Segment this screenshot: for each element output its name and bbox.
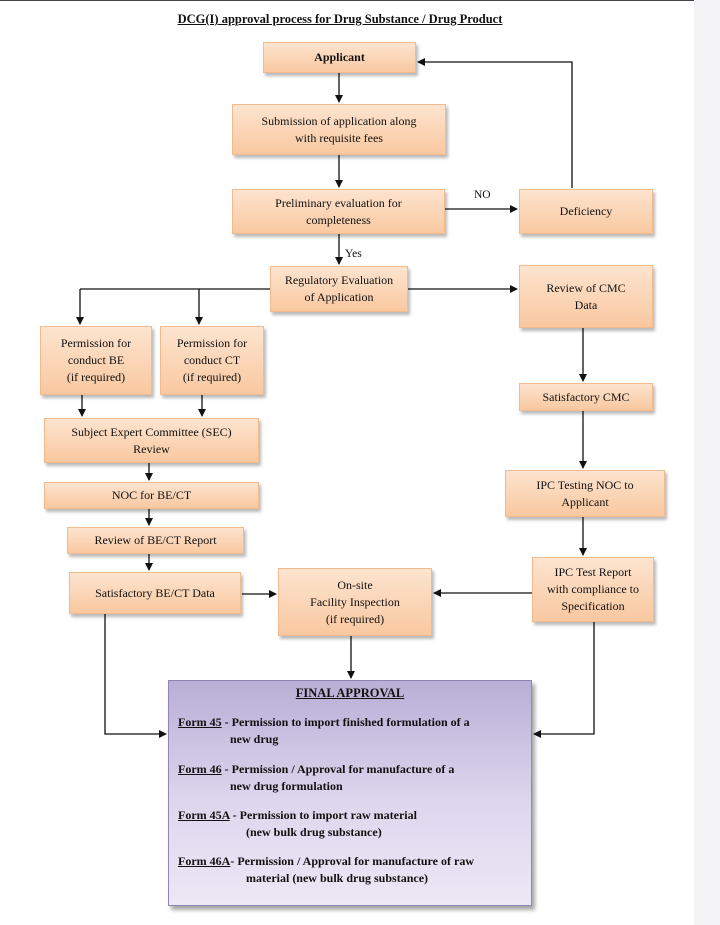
node-sec-review: Subject Expert Committee (SEC) Review (44, 418, 259, 463)
label-no: NO (474, 189, 491, 201)
form-code: Form 46A (178, 854, 231, 868)
arrow-report-to-final (533, 622, 595, 738)
form-code: Form 46 (178, 762, 222, 776)
node-ipc-testing-noc: IPC Testing NOC to Applicant (505, 470, 665, 517)
node-permission-be: Permission for conduct BE (if required) (40, 326, 152, 395)
form-46a-item: Form 46A- Permission / Approval for manu… (178, 853, 474, 887)
node-deficiency: Deficiency (519, 189, 653, 234)
node-applicant: Applicant (263, 42, 416, 73)
arrow-satisfactory-to-final (104, 614, 167, 738)
form-46-item: Form 46 - Permission / Approval for manu… (178, 761, 454, 795)
final-approval-title: FINAL APPROVAL (295, 686, 405, 700)
form-code: Form 45A (178, 808, 230, 822)
node-review-report: Review of BE/CT Report (67, 527, 244, 554)
form-45-item: Form 45 - Permission to import finished … (178, 714, 470, 748)
form-description: - Permission to import finished formulat… (221, 715, 470, 729)
node-onsite-inspection: On-site Facility Inspection (if required… (278, 568, 432, 636)
node-noc-be-ct: NOC for BE/CT (44, 482, 259, 509)
node-review-cmc: Review of CMC Data (519, 265, 653, 328)
top-border-line (0, 0, 720, 1)
node-permission-ct: Permission for conduct CT (if required) (160, 326, 264, 395)
node-ipc-test-report: IPC Test Report with compliance to Speci… (532, 557, 654, 622)
node-preliminary-evaluation: Preliminary evaluation for completeness (232, 189, 445, 234)
node-submission: Submission of application along with req… (232, 104, 446, 155)
form-description: - Permission / Approval for manufacture … (230, 854, 474, 868)
arrow-deficiency-to-applicant (417, 58, 573, 188)
node-regulatory-evaluation: Regulatory Evaluation of Application (270, 266, 408, 312)
node-satisfactory-bect: Satisfactory BE/CT Data (69, 572, 241, 614)
final-approval-box: FINAL APPROVAL Form 45 - Permission to i… (168, 680, 532, 906)
page-margin-strip (694, 0, 720, 925)
node-satisfactory-cmc: Satisfactory CMC (519, 383, 653, 411)
form-description-continued: new drug (230, 732, 279, 746)
form-description-continued: new drug formulation (230, 779, 343, 793)
form-code: Form 45 (178, 715, 222, 729)
form-45a-item: Form 45A - Permission to import raw mate… (178, 807, 417, 841)
label-yes: Yes (345, 248, 362, 260)
form-description-continued: material (new bulk drug substance) (246, 871, 429, 885)
page-title: DCG(I) approval process for Drug Substan… (177, 12, 503, 26)
form-description: - Permission / Approval for manufacture … (221, 762, 455, 776)
form-description-continued: (new bulk drug substance) (246, 825, 382, 839)
form-description: - Permission to import raw material (229, 808, 417, 822)
